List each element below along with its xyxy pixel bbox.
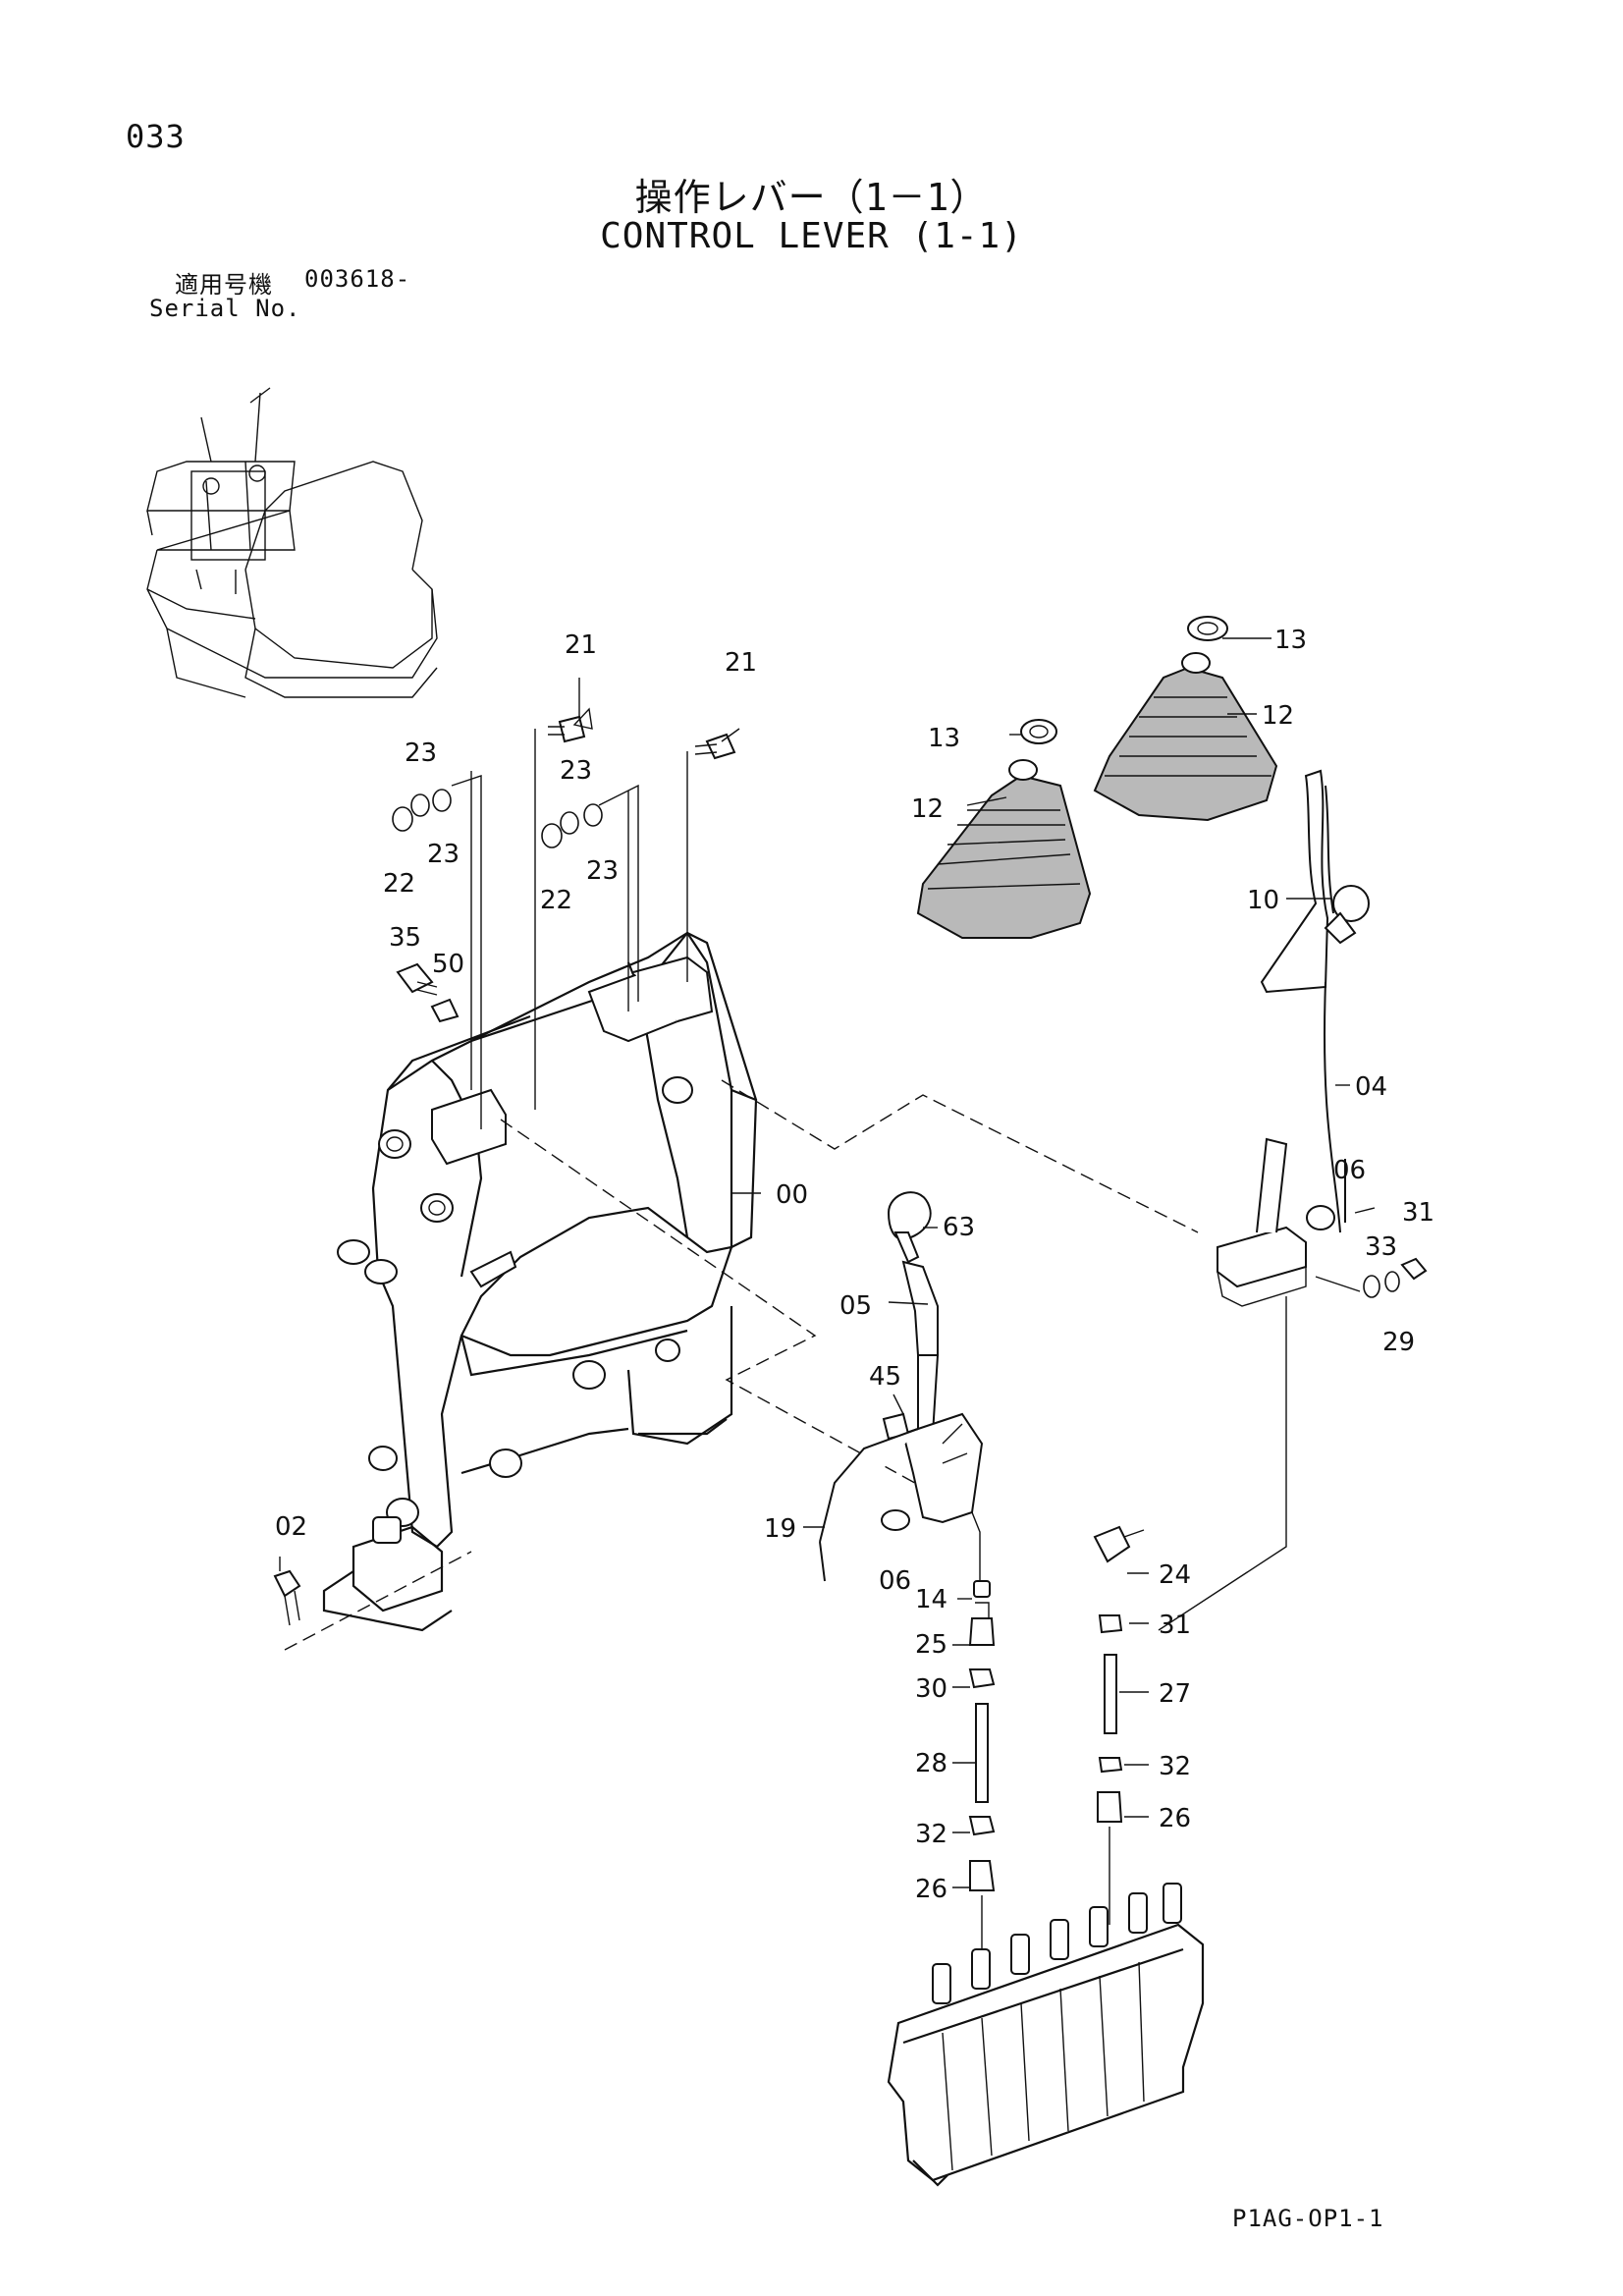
callout-06-b: 06 <box>879 1566 911 1596</box>
callout-26-a: 26 <box>915 1875 947 1904</box>
linkage-left-stack <box>968 1580 996 1954</box>
callout-45: 45 <box>869 1362 901 1392</box>
callout-22-b: 22 <box>540 886 572 915</box>
callout-04: 04 <box>1355 1072 1387 1102</box>
document-code: P1AG-OP1-1 <box>1232 2205 1384 2232</box>
callout-14: 14 <box>915 1585 947 1614</box>
serial-number-value: 003618- <box>304 265 411 293</box>
callout-13-a: 13 <box>1274 626 1307 655</box>
callout-23-a: 23 <box>405 738 437 768</box>
callout-28: 28 <box>915 1749 947 1778</box>
callout-30: 30 <box>915 1674 947 1704</box>
callout-10: 10 <box>1247 886 1279 915</box>
page-number: 033 <box>126 118 186 155</box>
callout-26-b: 26 <box>1159 1804 1191 1833</box>
callout-labels: 21 21 13 13 12 12 23 23 23 23 22 22 35 5… <box>275 626 1434 1904</box>
lever-right <box>1158 769 1428 1631</box>
callout-25: 25 <box>915 1630 947 1660</box>
callout-27: 27 <box>1159 1679 1191 1709</box>
callout-35: 35 <box>389 923 421 953</box>
linkage-right-stack <box>1093 1525 1145 1925</box>
control-valve <box>887 1883 1205 2187</box>
lever-left <box>819 1191 984 1582</box>
callout-50: 50 <box>432 950 464 979</box>
callout-23-d: 23 <box>586 856 619 886</box>
callout-31-b: 31 <box>1159 1611 1191 1640</box>
fasteners-upper <box>273 707 740 1626</box>
callout-32-a: 32 <box>915 1820 947 1849</box>
leader-lines <box>279 637 1350 1888</box>
callout-31-a: 31 <box>1402 1198 1434 1228</box>
callout-29: 29 <box>1382 1328 1415 1357</box>
callout-13-b: 13 <box>928 724 960 753</box>
callout-21-a: 21 <box>565 630 597 660</box>
title-english: CONTROL LEVER (1-1) <box>600 216 1023 256</box>
callout-23-b: 23 <box>427 840 460 869</box>
callout-63: 63 <box>943 1213 975 1242</box>
callout-22-a: 22 <box>383 869 415 899</box>
bracket-assembly <box>284 931 1199 1651</box>
callout-24: 24 <box>1159 1560 1191 1590</box>
callout-21-b: 21 <box>725 648 757 678</box>
seat-location-inset <box>146 387 438 698</box>
callout-12-b: 12 <box>911 794 944 824</box>
callout-06-a: 06 <box>1333 1156 1366 1185</box>
callout-02: 02 <box>275 1512 307 1542</box>
callout-32-b: 32 <box>1159 1752 1191 1781</box>
serial-label-english: Serial No. <box>149 295 301 322</box>
callout-33: 33 <box>1365 1232 1397 1262</box>
callout-05: 05 <box>839 1291 872 1321</box>
callout-00: 00 <box>776 1180 808 1210</box>
rubber-boots <box>916 616 1278 939</box>
callout-23-c: 23 <box>560 756 592 786</box>
callout-19: 19 <box>764 1514 796 1544</box>
callout-12-a: 12 <box>1262 701 1294 731</box>
title-japanese: 操作レバー（1－1） <box>634 176 989 219</box>
serial-label-japanese: 適用号機 <box>175 271 273 299</box>
